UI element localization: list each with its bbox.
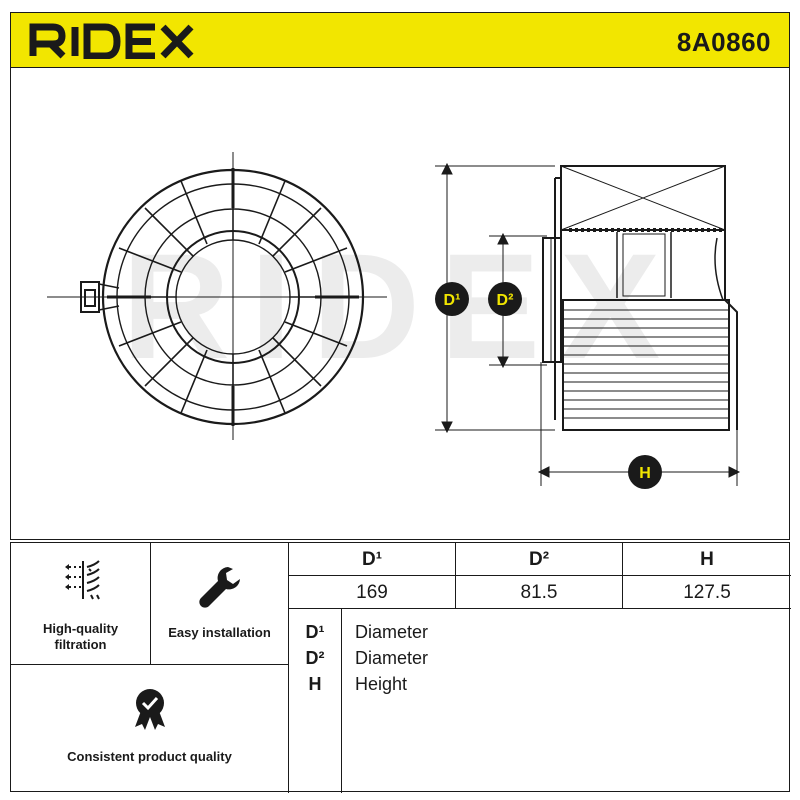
svg-text:H: H bbox=[639, 465, 651, 482]
header-bar: 8A0860 bbox=[10, 12, 790, 68]
legend-value: Diameter bbox=[355, 622, 429, 642]
feature-quality-label: Consistent product quality bbox=[67, 749, 232, 764]
feature-quality: Consistent product quality bbox=[11, 665, 289, 793]
filter-drawing-svg: RIDEX bbox=[47, 152, 741, 489]
part-number: 8A0860 bbox=[676, 27, 771, 57]
technical-drawing: RIDEX bbox=[10, 68, 790, 540]
spec-section: High-quality filtration Easy installatio… bbox=[10, 542, 791, 793]
wrench-icon bbox=[199, 567, 240, 608]
dim-value-d1: 169 bbox=[289, 576, 456, 609]
dim-header-d2: D² bbox=[456, 543, 623, 576]
feature-installation-label: Easy installation bbox=[168, 625, 271, 640]
dim-header-d1: D¹ bbox=[289, 543, 456, 576]
feature-installation: Easy installation bbox=[151, 543, 289, 665]
dim-header-h: H bbox=[623, 543, 791, 576]
legend-key: H bbox=[308, 674, 322, 694]
filtration-icon bbox=[57, 560, 100, 600]
legend-row-d2: D² Diameter bbox=[289, 645, 791, 671]
legend-key: D² bbox=[305, 648, 325, 668]
legend-row-h: H Height bbox=[289, 671, 791, 697]
dim-badge-d2: D² bbox=[488, 282, 522, 316]
ridex-logo bbox=[29, 23, 194, 59]
dimension-legend: D¹ Diameter D² Diameter H Height bbox=[289, 609, 791, 793]
legend-key: D¹ bbox=[305, 622, 325, 642]
feature-filtration: High-quality filtration bbox=[11, 543, 151, 665]
legend-row-d1: D¹ Diameter bbox=[289, 619, 791, 645]
watermark: RIDEX bbox=[122, 222, 680, 390]
dim-value-h: 127.5 bbox=[623, 576, 791, 609]
dim-value-d2: 81.5 bbox=[456, 576, 623, 609]
dimension-table: D¹ D² H 169 81.5 127.5 bbox=[289, 543, 791, 609]
svg-text:D¹: D¹ bbox=[444, 292, 461, 309]
legend-divider bbox=[341, 609, 342, 793]
legend-value: Diameter bbox=[355, 648, 429, 668]
filter-side-view bbox=[435, 162, 741, 486]
filter-top-view bbox=[47, 152, 387, 440]
legend-value: Height bbox=[355, 674, 408, 694]
quality-badge-icon bbox=[135, 689, 165, 730]
dim-badge-d1: D¹ bbox=[435, 282, 469, 316]
dim-badge-h: H bbox=[628, 455, 662, 489]
svg-text:D²: D² bbox=[497, 292, 514, 309]
feature-filtration-label: High-quality filtration bbox=[42, 621, 119, 652]
